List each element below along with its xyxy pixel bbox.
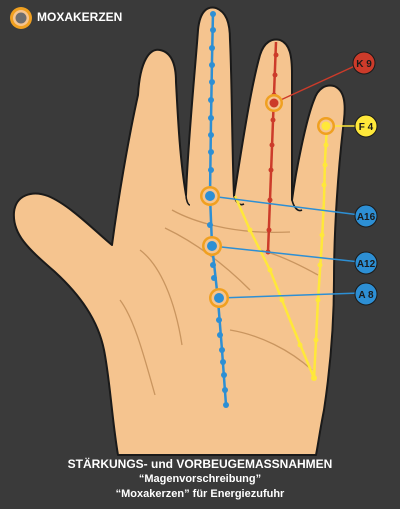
svg-text:K 9: K 9 bbox=[356, 59, 372, 70]
svg-text:A16: A16 bbox=[357, 212, 376, 223]
moxa-point-k9 bbox=[265, 94, 283, 112]
label-a12: A12 bbox=[354, 251, 378, 275]
moxa-point-f4 bbox=[317, 117, 335, 135]
caption-title: STÄRKUNGS- und VORBEUGEMASSNAHMEN bbox=[67, 457, 333, 471]
label-f4: F 4 bbox=[354, 114, 378, 138]
moxa-point-a8 bbox=[209, 288, 229, 308]
label-a16: A16 bbox=[354, 204, 378, 228]
stomach-meridian bbox=[207, 11, 229, 408]
moxa-point-a16 bbox=[200, 186, 220, 206]
svg-text:A12: A12 bbox=[357, 259, 376, 270]
moxa-legend-icon bbox=[10, 7, 32, 29]
svg-text:F 4: F 4 bbox=[359, 122, 374, 133]
kidney-meridian bbox=[265, 41, 279, 255]
label-a8: A 8 bbox=[354, 282, 378, 306]
liver-meridian bbox=[233, 125, 329, 381]
hand-outline bbox=[12, 6, 346, 456]
moxa-point-a12 bbox=[202, 236, 222, 256]
caption-subtitle: “Magenvorschreibung” bbox=[138, 473, 262, 485]
label-k9: K 9 bbox=[352, 51, 376, 75]
caption-description: “Moxakerzen” für Energiezufuhr bbox=[115, 488, 285, 500]
legend-label: MOXAKERZEN bbox=[37, 10, 123, 24]
svg-text:A 8: A 8 bbox=[358, 290, 374, 301]
